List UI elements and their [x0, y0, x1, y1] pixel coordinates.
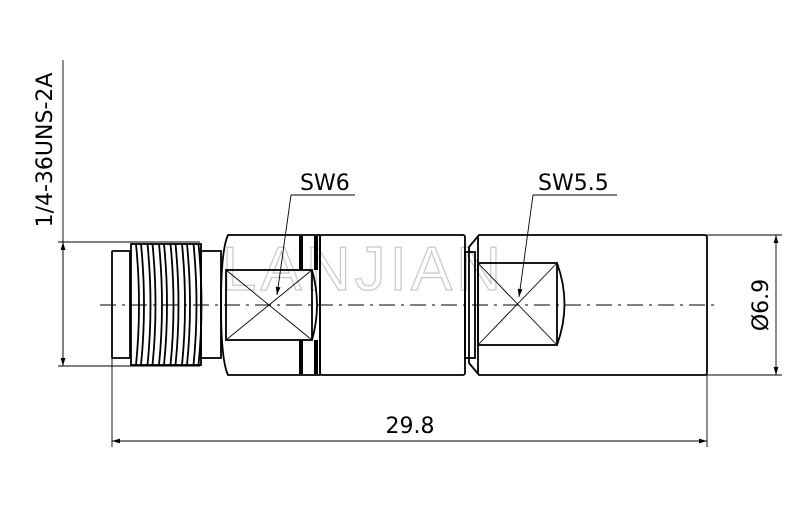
thread-crest: [146, 243, 157, 366]
sw5-5-leader: SW5.5: [517, 171, 617, 298]
hex-body-sw5-5: [468, 234, 708, 376]
thread-crest: [158, 243, 168, 366]
thread-dimension: 1/4-36UNS-2A: [33, 60, 200, 367]
thread-label: 1/4-36UNS-2A: [33, 73, 58, 228]
length-dimension: 29.8: [111, 358, 708, 447]
thread-section: [130, 243, 203, 366]
sw5-5-label: SW5.5: [538, 171, 609, 196]
thread-crest: [135, 243, 145, 366]
length-label: 29.8: [386, 414, 435, 439]
diameter-dimension: Ø6.9: [707, 234, 782, 376]
step-ring: [464, 251, 476, 359]
hex-body-sw6: [220, 234, 321, 376]
sw6-label: SW6: [300, 171, 350, 196]
connector-face: [111, 250, 131, 359]
neck: [200, 250, 222, 359]
diameter-label: Ø6.9: [749, 279, 774, 331]
thread-crest: [169, 243, 180, 366]
sw6-leader: SW6: [275, 171, 355, 296]
thread-crest: [181, 243, 191, 366]
